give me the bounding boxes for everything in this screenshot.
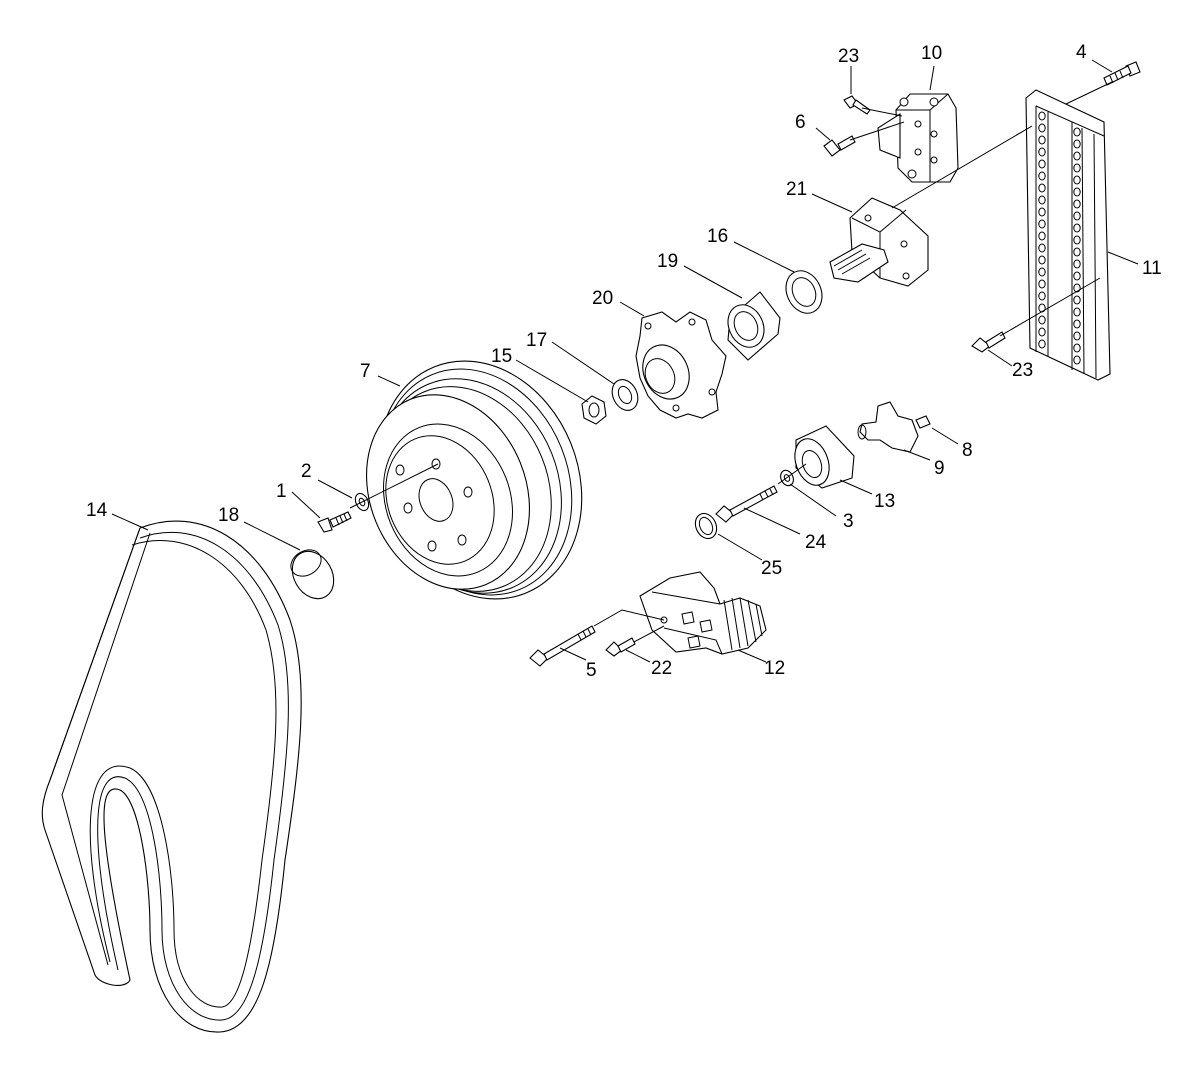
part-13-spacer [794, 425, 855, 489]
callout-24: 24 [805, 532, 827, 553]
rail-hole [1038, 183, 1046, 193]
callout-23-top: 23 [838, 46, 859, 67]
part-6-bolt [823, 135, 856, 157]
rail-hole [1038, 159, 1046, 169]
rail-hole [1038, 291, 1046, 301]
rail-hole [1038, 267, 1046, 277]
rail-hole [1038, 315, 1046, 325]
callout-labels: 1 2 3 4 5 6 7 8 9 10 11 12 13 14 15 16 1… [86, 42, 1162, 681]
rail-hole [1038, 231, 1046, 241]
rail-hole [1038, 279, 1046, 289]
part-23-side-bolt [971, 331, 1006, 353]
callout-23-side: 23 [1012, 360, 1033, 381]
rail-hole [1073, 271, 1081, 281]
rail-hole [1073, 319, 1081, 329]
rail-hole [1038, 147, 1046, 157]
part-11-rail-holes [1038, 111, 1081, 365]
part-1-bolt [317, 511, 352, 533]
rail-hole [1038, 171, 1046, 181]
callout-8: 8 [962, 440, 973, 461]
callout-3: 3 [843, 511, 854, 532]
part-16-seal [785, 270, 823, 314]
rail-hole [1073, 211, 1081, 221]
rail-hole [1038, 219, 1046, 229]
rail-hole [1073, 259, 1081, 269]
callout-13: 13 [874, 491, 895, 512]
callout-6: 6 [795, 112, 806, 133]
rail-hole [1073, 247, 1081, 257]
rail-hole [1038, 327, 1046, 337]
callout-leaders [111, 59, 1139, 663]
callout-10: 10 [921, 43, 942, 64]
rail-hole [1038, 255, 1046, 265]
part-15-nut [581, 395, 607, 425]
callout-7: 7 [360, 361, 371, 382]
callout-16: 16 [707, 226, 728, 247]
rail-hole [1073, 199, 1081, 209]
part-24-long-bolt [715, 485, 778, 523]
callout-5: 5 [586, 660, 597, 681]
part-8-pin [915, 415, 931, 429]
callout-1: 1 [276, 481, 287, 502]
rail-hole [1038, 243, 1046, 253]
rail-hole [1073, 187, 1081, 197]
rail-hole [1073, 223, 1081, 233]
callout-17: 17 [526, 330, 547, 351]
callout-9: 9 [934, 458, 945, 479]
rail-hole [1073, 175, 1081, 185]
rail-hole [1073, 163, 1081, 173]
callout-25: 25 [761, 558, 782, 579]
callout-20: 20 [592, 288, 613, 309]
part-19-bearing [727, 291, 781, 361]
callout-2: 2 [301, 461, 312, 482]
rail-hole [1073, 235, 1081, 245]
part-25-snap-ring [694, 512, 718, 540]
callout-14: 14 [86, 500, 108, 521]
rail-hole [1073, 139, 1081, 149]
part-17-washer [611, 379, 639, 411]
rail-hole [1073, 331, 1081, 341]
callout-18: 18 [218, 505, 239, 526]
rail-hole [1073, 343, 1081, 353]
callout-19: 19 [657, 251, 678, 272]
part-22-bolt [605, 637, 636, 657]
rail-hole [1073, 295, 1081, 305]
part-21-spindle [829, 197, 929, 287]
part-10-bracket [877, 93, 959, 183]
part-20-hub [635, 311, 727, 419]
rail-hole [1038, 207, 1046, 217]
part-18-cap [290, 549, 335, 600]
rail-hole [1073, 355, 1081, 365]
callout-22: 22 [651, 658, 672, 679]
rail-hole [1038, 123, 1046, 133]
callout-12: 12 [764, 658, 785, 679]
rail-hole [1073, 127, 1081, 137]
part-14-belt [41, 520, 302, 1033]
rail-hole [1073, 307, 1081, 317]
part-11-rail [1025, 89, 1111, 381]
rail-hole [1038, 135, 1046, 145]
part-4-bolt [1103, 61, 1141, 86]
part-5-long-bolt [529, 625, 596, 667]
rail-hole [1038, 195, 1046, 205]
part-23-top-bolt [843, 95, 871, 115]
part-9-fitting [857, 401, 919, 453]
rail-hole [1038, 339, 1046, 349]
callout-11: 11 [1142, 258, 1162, 279]
callout-15: 15 [491, 346, 512, 367]
part-12-tensioner [639, 571, 767, 655]
callout-4: 4 [1076, 42, 1087, 63]
callout-21: 21 [786, 179, 807, 200]
rail-hole [1038, 111, 1046, 121]
part-7-pulley [366, 360, 583, 600]
axis-lines [349, 81, 1113, 643]
rail-hole [1073, 151, 1081, 161]
